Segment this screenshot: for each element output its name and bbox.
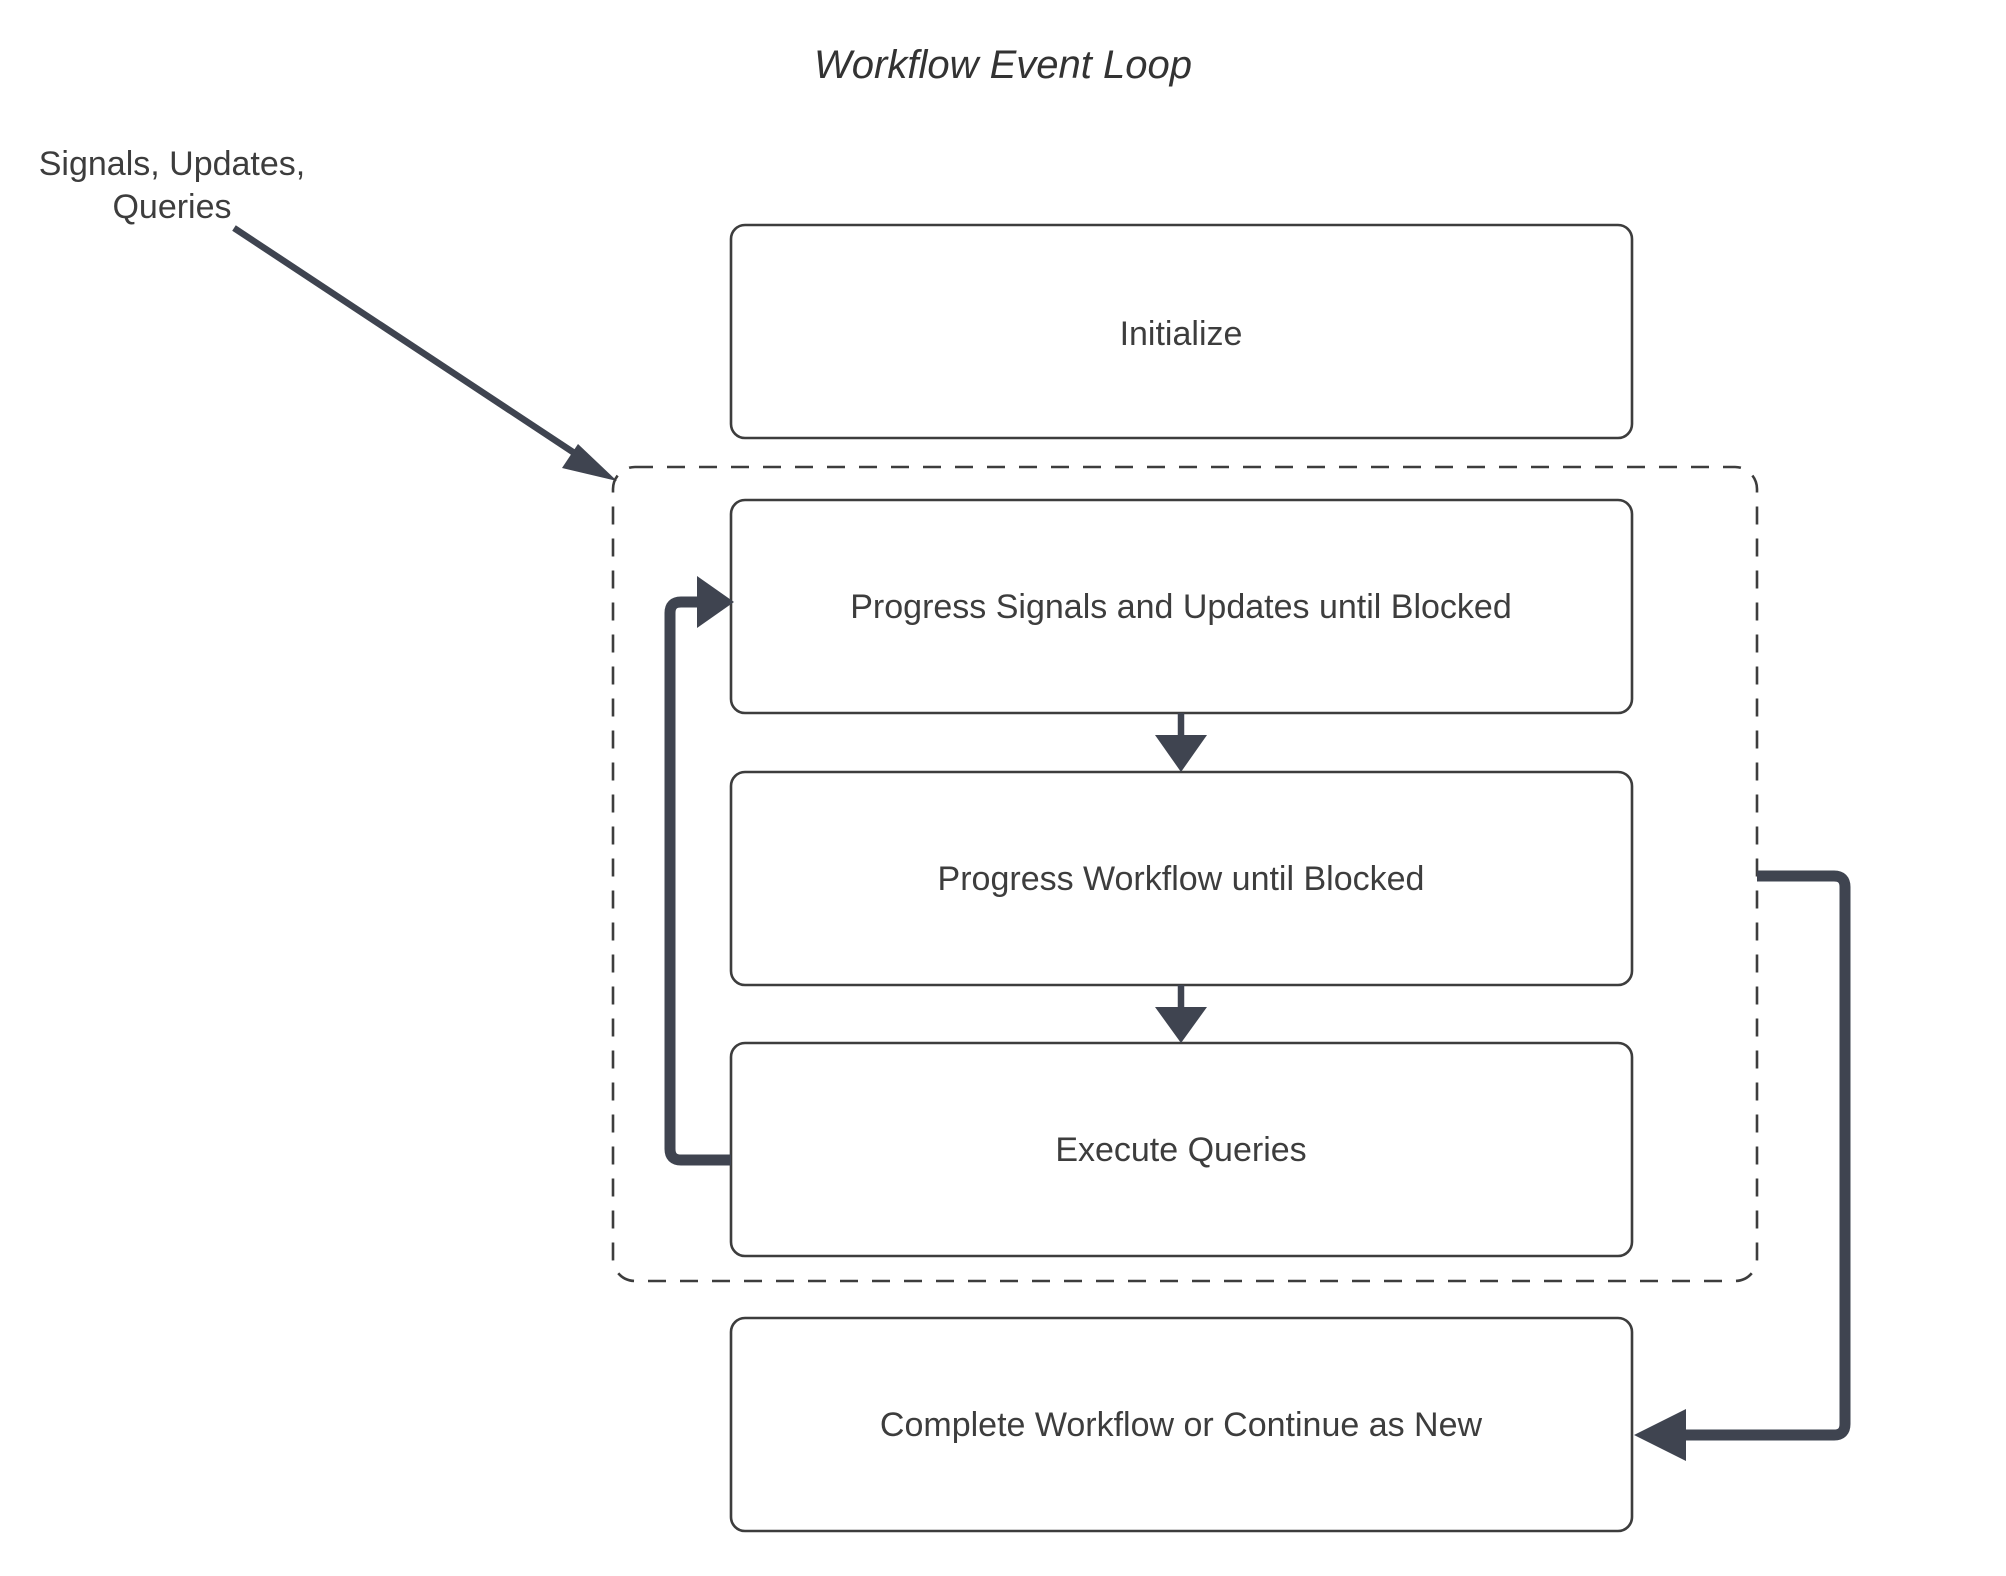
arrow-head-external-input <box>562 444 617 481</box>
arrow-head-to-complete-workflow <box>1634 1409 1686 1461</box>
arrow-head-to-progress-workflow <box>1155 735 1207 772</box>
edge-group-to-complete-workflow <box>1634 870 1851 1461</box>
external-input-label-line1: Signals, Updates, <box>39 145 306 183</box>
node-progress-signals: Progress Signals and Updates until Block… <box>729 498 1634 715</box>
external-input-label-line2: Queries <box>112 188 231 226</box>
node-complete-workflow-box <box>729 1316 1634 1533</box>
edge-execute-queries-to-progress-signals <box>664 576 734 1166</box>
edge-external-input-to-group <box>232 225 617 481</box>
node-execute-queries: Execute Queries <box>729 1041 1634 1258</box>
diagram-title: Workflow Event Loop <box>814 43 1192 87</box>
node-initialize: Initialize <box>729 223 1634 440</box>
node-progress-workflow: Progress Workflow until Blocked <box>729 770 1634 987</box>
node-progress-signals-label: Progress Signals and Updates until Block… <box>850 588 1512 626</box>
node-initialize-box <box>729 223 1634 440</box>
edge-progress-signals-to-progress-workflow <box>1155 713 1207 772</box>
edge-progress-workflow-to-execute-queries <box>1155 985 1207 1043</box>
arrow-head-to-progress-signals <box>697 576 734 628</box>
node-execute-queries-box <box>729 1041 1634 1258</box>
node-execute-queries-label: Execute Queries <box>1055 1131 1306 1169</box>
arrow-head-to-execute-queries <box>1155 1007 1207 1043</box>
node-initialize-label: Initialize <box>1120 315 1243 353</box>
node-complete-workflow-label: Complete Workflow or Continue as New <box>880 1406 1483 1444</box>
node-complete-workflow: Complete Workflow or Continue as New <box>729 1316 1634 1533</box>
node-progress-workflow-label: Progress Workflow until Blocked <box>938 860 1425 898</box>
